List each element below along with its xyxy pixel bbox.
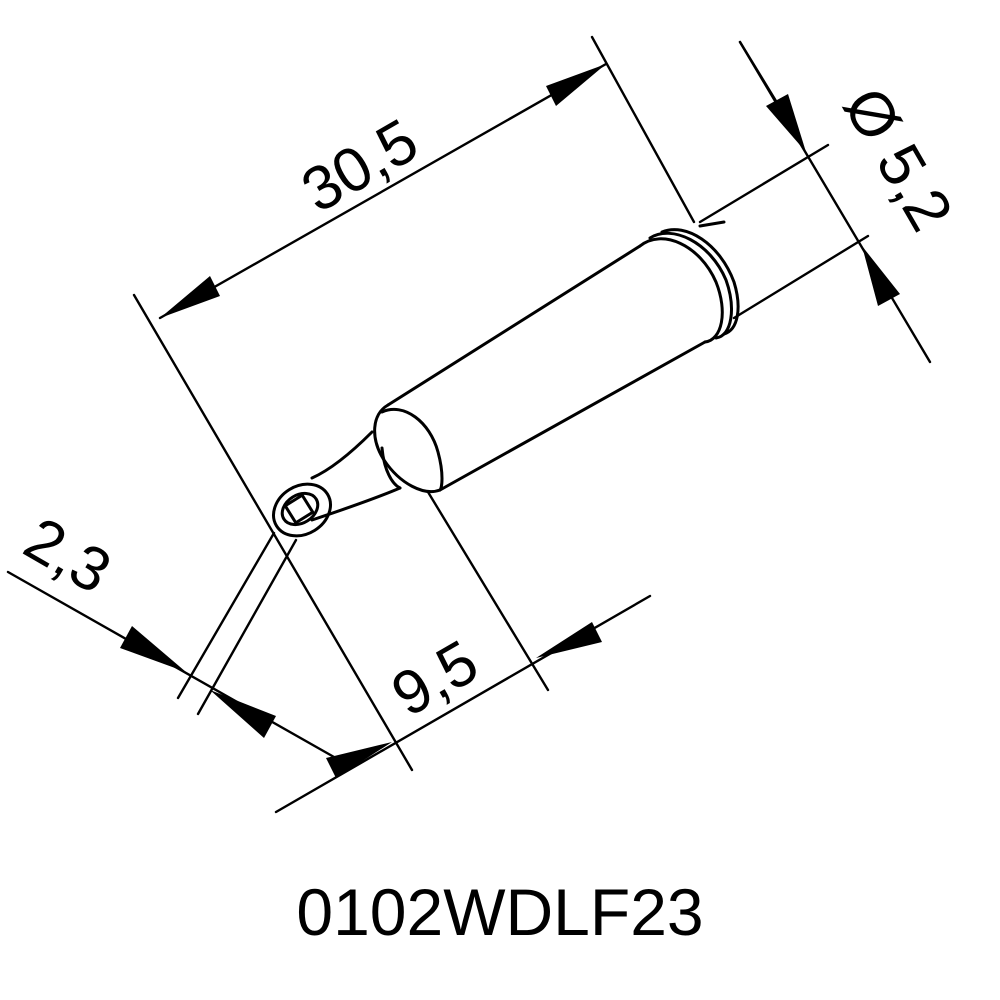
- part-number: 0102WDLF23: [296, 875, 703, 949]
- tip-outline: [272, 143, 870, 538]
- dim-label-tip-length: 9,5: [381, 627, 490, 730]
- dimension-diameter: Ø 5,2: [738, 40, 966, 364]
- dim-label-tip-width: 2,3: [13, 504, 122, 607]
- dim-label-diameter: Ø 5,2: [830, 77, 966, 243]
- dim-label-length-total: 30,5: [291, 106, 430, 226]
- dimension-tip-length: 9,5: [274, 490, 652, 814]
- dimension-tip-width: 2,3: [6, 504, 336, 759]
